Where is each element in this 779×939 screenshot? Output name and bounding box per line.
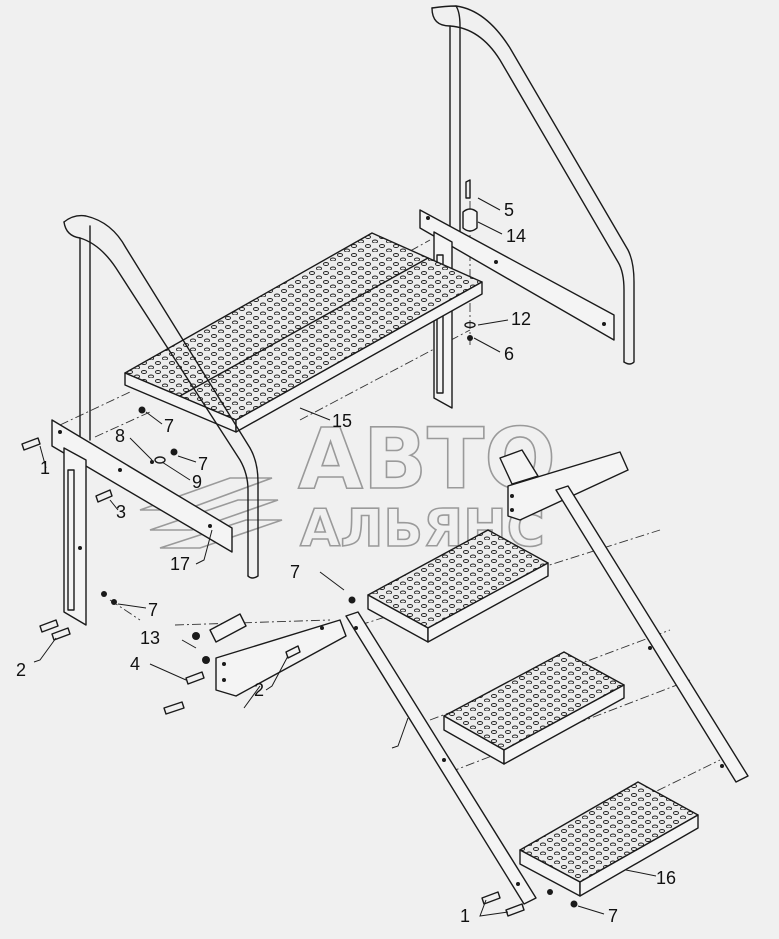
callout-12: 14 [506,226,526,246]
callout-2-left: 2 [16,660,26,680]
left-fasteners [21,406,178,641]
callout-7-bottom: 7 [608,906,618,926]
bottom-fasteners [348,596,578,917]
callout-14: 16 [656,868,676,888]
callout-5: 5 [504,200,514,220]
right-lower-bracket [499,449,629,521]
callout-13: 15 [332,411,352,431]
callout-7-top: 7 [164,416,174,436]
callout-9: 9 [192,472,202,492]
callout-6: 6 [504,344,514,364]
upper-platform [124,232,483,433]
callout-7-step: 7 [290,562,300,582]
callout-1-bottom: 1 [460,906,470,926]
callout-3: 3 [116,502,126,522]
lower-stringers [345,485,749,905]
callout-1-top: 1 [40,458,50,478]
left-handrail [51,214,259,626]
callout-10: 12 [511,309,531,329]
callout-2-right: 2 [254,680,264,700]
leader-lines [33,197,657,917]
top-fasteners [462,179,478,341]
callout-labels: 5 14 12 6 15 7 8 7 9 1 3 17 7 2 13 4 2 7… [16,200,676,926]
right-handrail [419,5,635,409]
callout-7-left: 7 [148,600,158,620]
callout-4: 4 [130,654,140,674]
lower-treads [367,529,699,897]
callout-11: 13 [140,628,160,648]
left-lower-bracket [163,613,347,715]
callout-8: 8 [115,426,125,446]
callout-7-mid: 7 [198,454,208,474]
callout-15: 17 [170,554,190,574]
